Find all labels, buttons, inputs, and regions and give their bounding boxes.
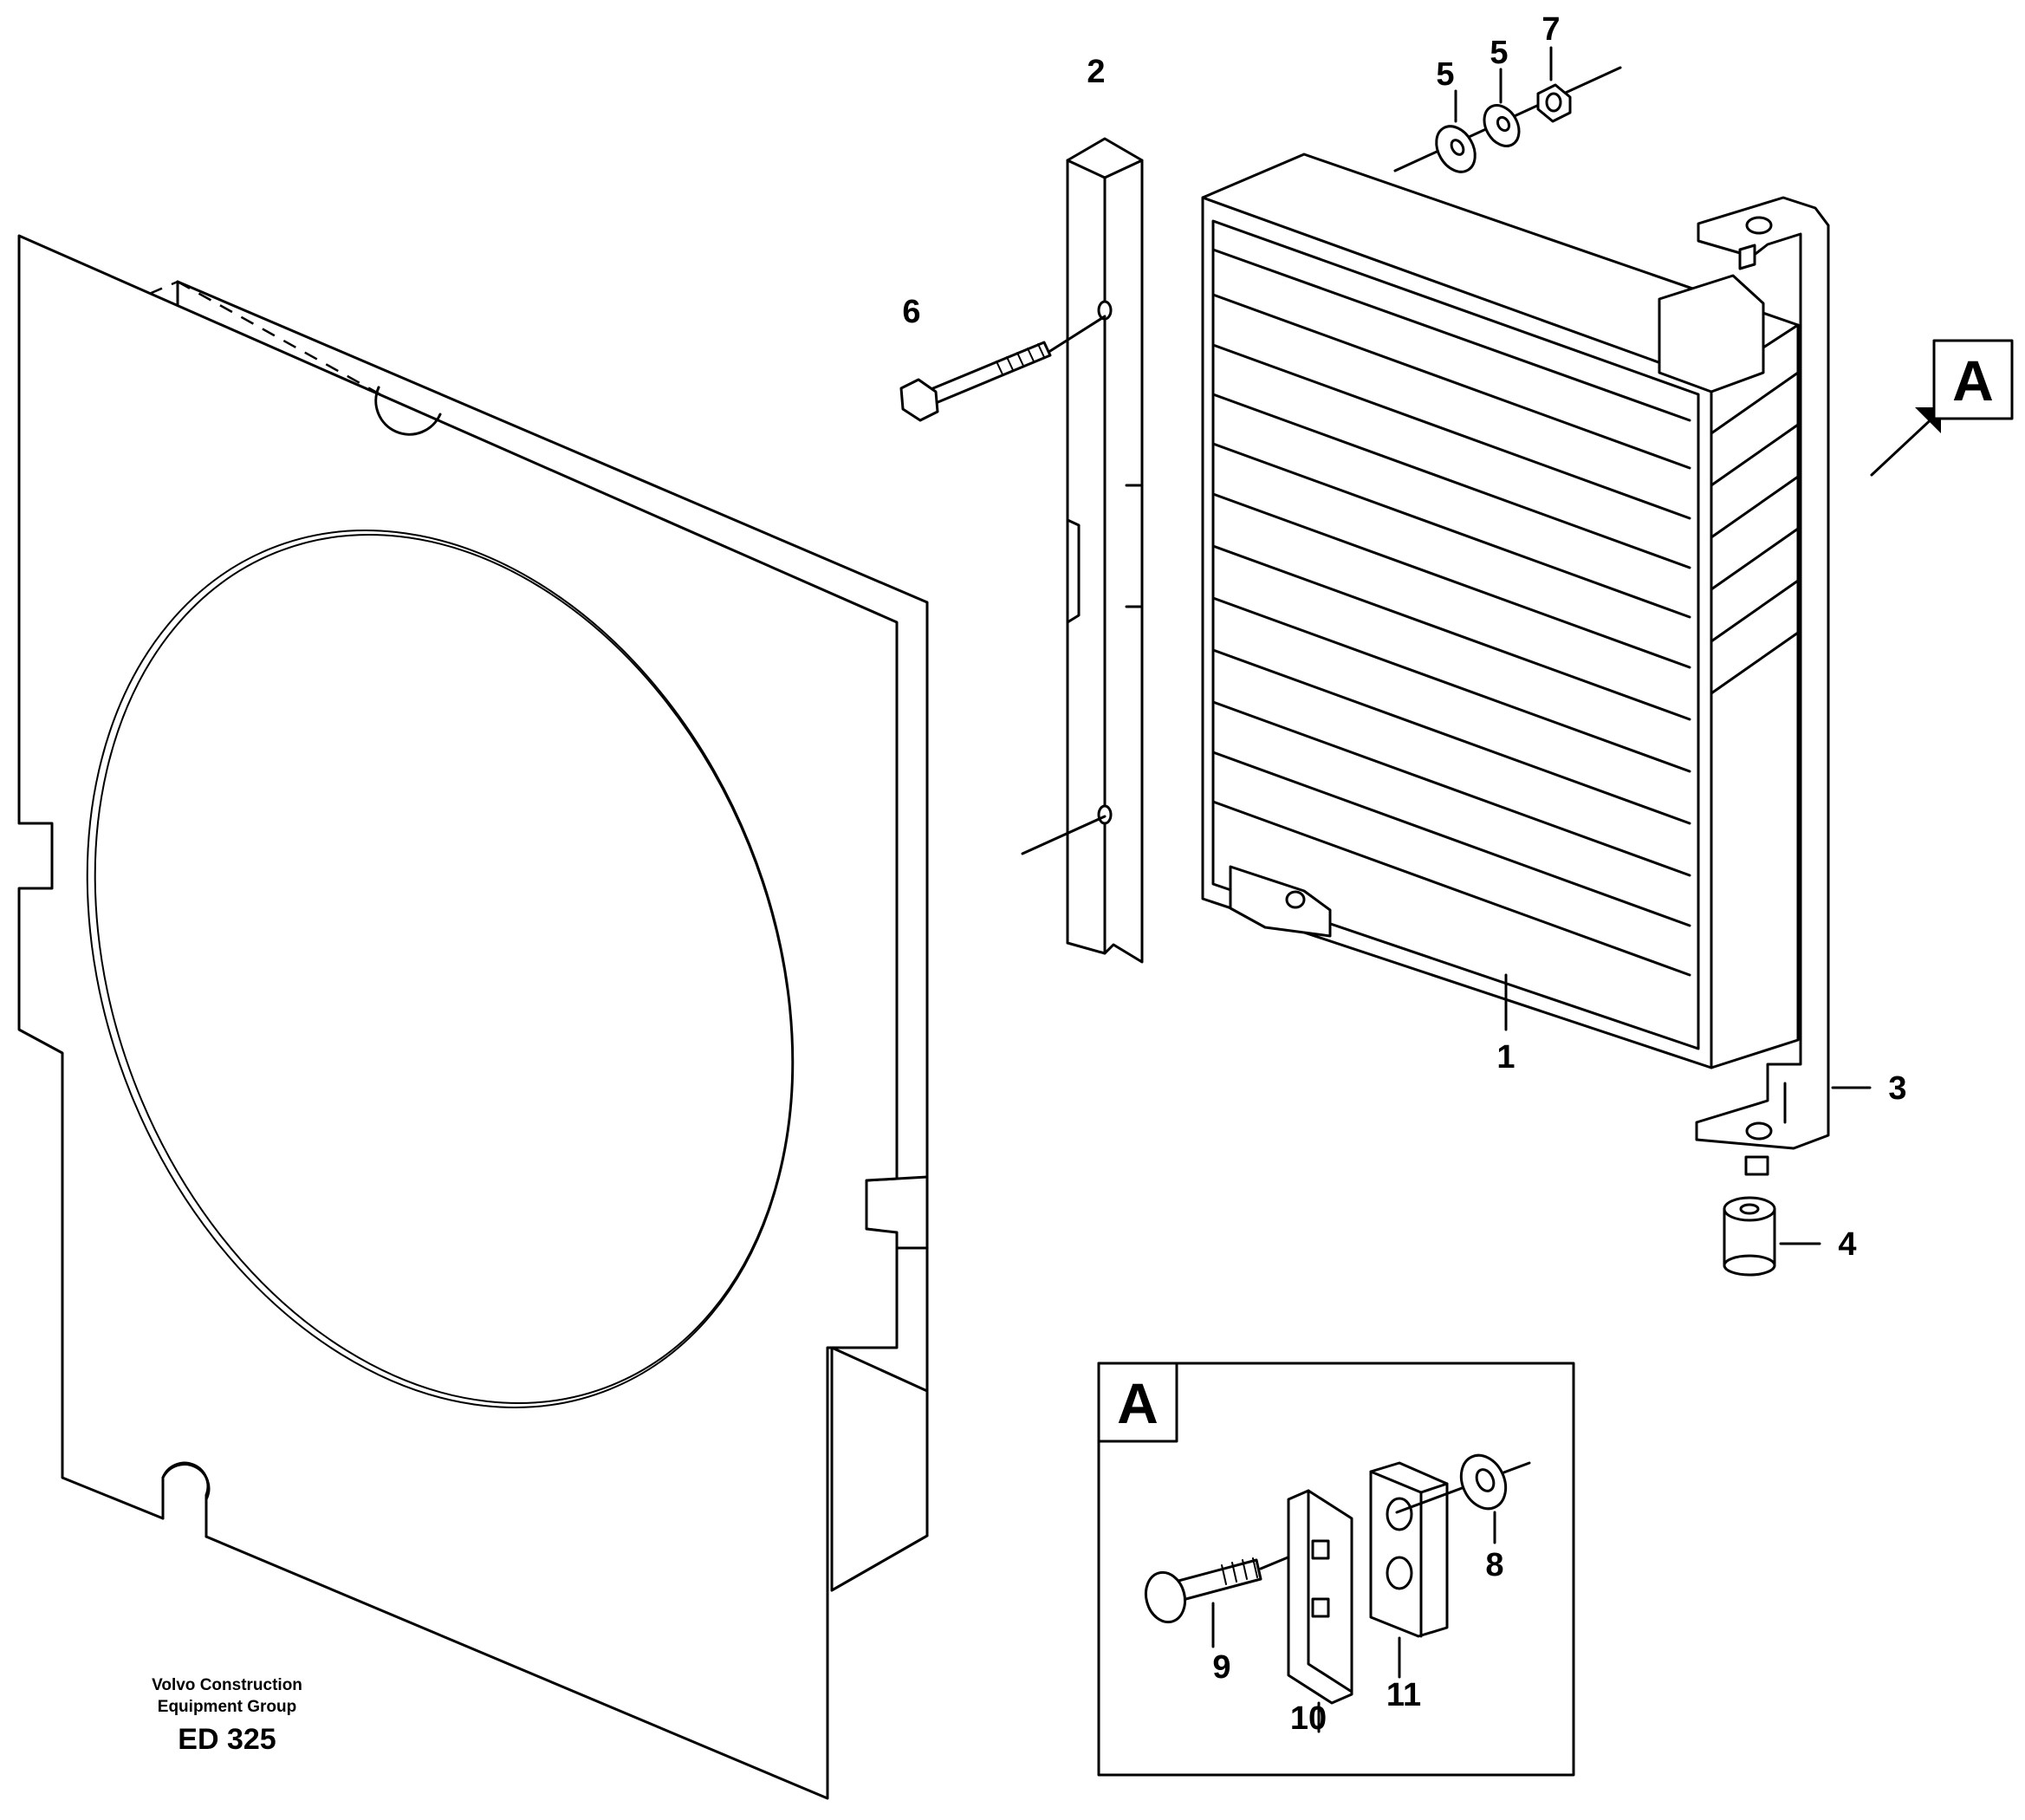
view-marker (1870, 339, 2014, 477)
mounting-bracket (1066, 137, 1144, 964)
side-bracket (1695, 196, 1872, 1176)
callout-5a: 5 (1436, 56, 1454, 93)
detail-view-a (1097, 1362, 1575, 1777)
callout-2: 2 (1087, 54, 1105, 90)
callout-4: 4 (1838, 1226, 1856, 1263)
callout-7: 7 (1541, 11, 1560, 48)
callout-10: 10 (1290, 1700, 1327, 1737)
callout-9: 9 (1212, 1649, 1230, 1686)
credit-line-1: Volvo Construction (152, 1676, 302, 1694)
detail-view-letter: A (1117, 1371, 1159, 1435)
drawing-code: ED 325 (178, 1723, 276, 1756)
rubber-bushing (1723, 1196, 1821, 1277)
view-marker-letter: A (1952, 348, 1994, 413)
callout-5b: 5 (1490, 35, 1508, 71)
control-unit (1201, 153, 1800, 1069)
callout-3: 3 (1888, 1070, 1906, 1107)
callout-8: 8 (1485, 1547, 1503, 1583)
bolt (899, 315, 1107, 855)
credit-line-2: Equipment Group (158, 1698, 296, 1716)
callout-6: 6 (902, 294, 920, 330)
callout-11: 11 (1386, 1677, 1421, 1713)
callout-1: 1 (1496, 1039, 1515, 1076)
fan-shroud (17, 234, 929, 1800)
washers (1393, 46, 1622, 173)
